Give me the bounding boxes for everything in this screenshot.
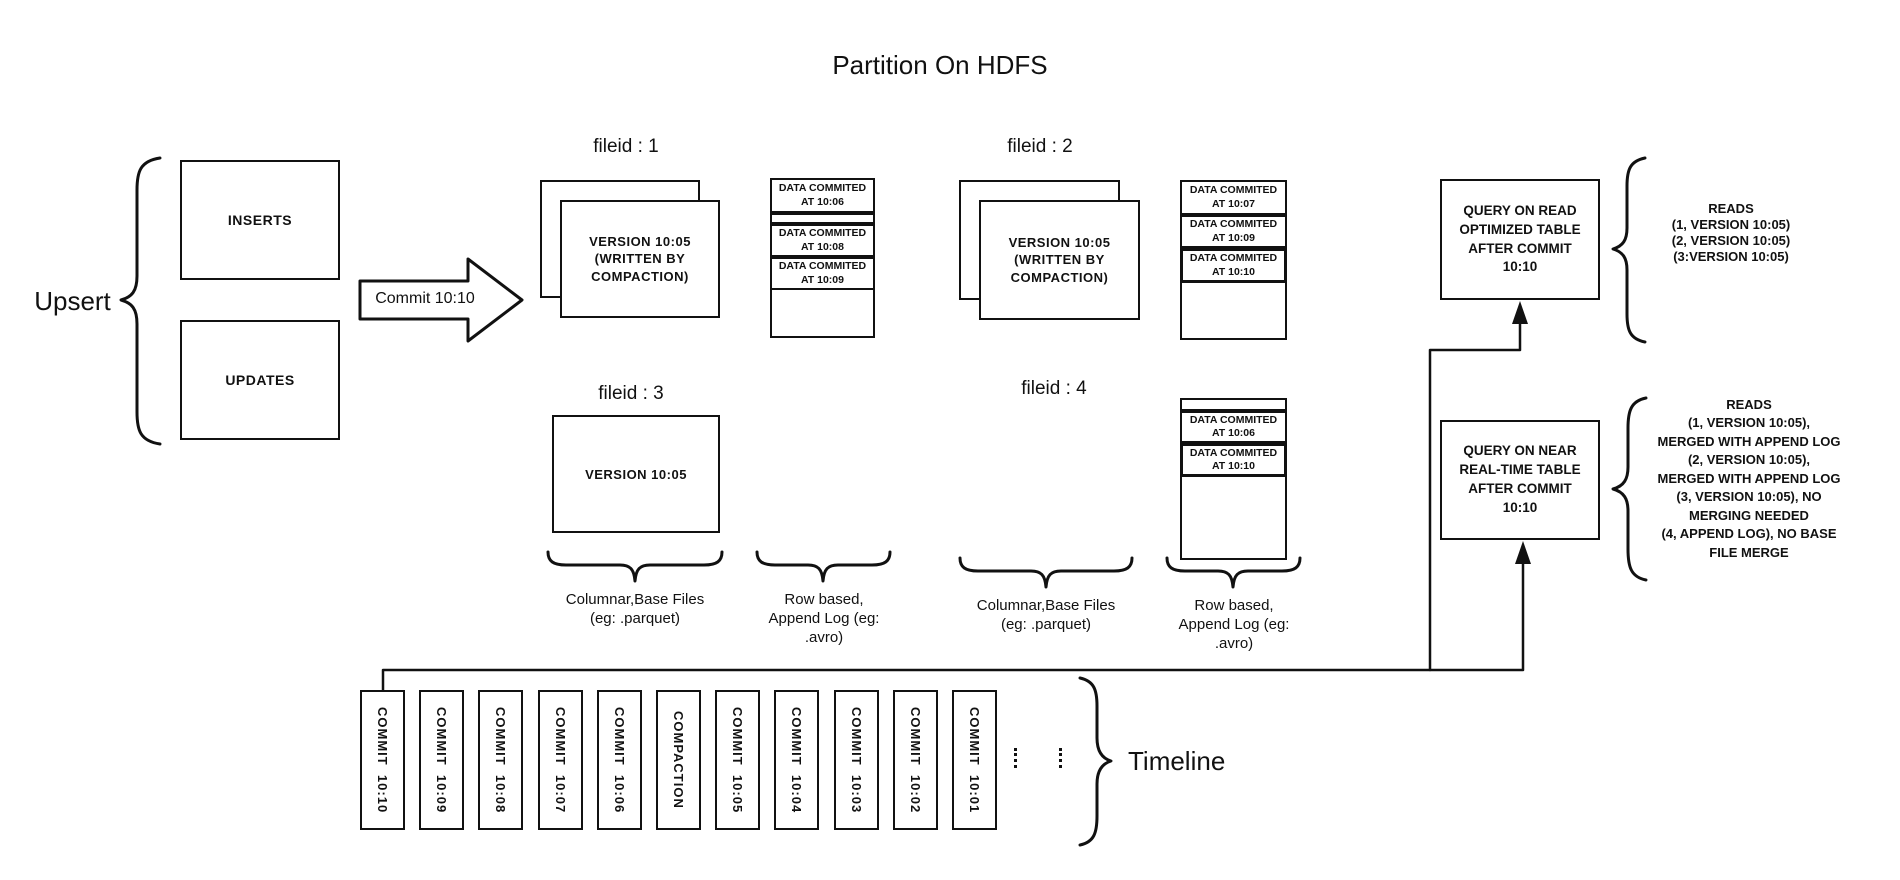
timeline-box: COMMIT 10:02 <box>893 690 938 830</box>
filegroup-1-base-text: VERSION 10:05 (WRITTEN BY COMPACTION) <box>589 233 691 284</box>
inserts-label: INSERTS <box>227 212 293 228</box>
timeline-box: COMMIT 10:10 <box>360 690 405 830</box>
log-cell-empty-strip <box>1180 398 1287 411</box>
filegroup-3-base-box: VERSION 10:05 <box>552 415 720 533</box>
timeline-item-label: COMPACTION <box>671 711 686 809</box>
log-cell-new-commit: DATA COMMITED AT 10:10 <box>1180 443 1287 477</box>
timeline-box: COMMIT 10:03 <box>834 690 879 830</box>
filegroup-2-base-front: VERSION 10:05 (WRITTEN BY COMPACTION) <box>979 200 1140 320</box>
filegroup-1-label: fileid : 1 <box>593 136 659 157</box>
filegroup-2-base-text: VERSION 10:05 (WRITTEN BY COMPACTION) <box>1008 234 1111 285</box>
reads-brace-near-realtime <box>1611 396 1648 582</box>
filegroup-4-log: DATA COMMITED AT 10:06 DATA COMMITED AT … <box>1180 398 1287 560</box>
timeline-ellipsis <box>1014 748 1017 768</box>
timeline-item-label: COMMIT 10:05 <box>730 706 745 814</box>
rowbased-right-brace <box>1165 556 1302 589</box>
arrowhead-near-realtime <box>1515 541 1531 564</box>
upsert-brace <box>119 156 162 446</box>
reads-read-optimized-text: READS (1, VERSION 10:05) (2, VERSION 10:… <box>1671 201 1791 264</box>
filegroup-3-base-text: VERSION 10:05 <box>585 466 687 482</box>
timeline-item-label: COMMIT 10:06 <box>612 706 627 814</box>
timeline-label: Timeline <box>1128 746 1226 776</box>
log-cell-new-commit: DATA COMMITED AT 10:10 <box>1180 248 1287 283</box>
caption-columnar-right: Columnar,Base Files (eg: .parquet) <box>976 597 1116 633</box>
timeline-item-label: COMMIT 10:09 <box>434 706 449 814</box>
query-near-realtime-box: QUERY ON NEAR REAL-TIME TABLE AFTER COMM… <box>1440 420 1600 540</box>
arrowhead-read-optimized <box>1512 301 1528 324</box>
timeline-to-queries-line <box>381 561 1525 692</box>
timeline-item-label: COMMIT 10:07 <box>553 706 568 814</box>
filegroup-4-label: fileid : 4 <box>1021 378 1087 399</box>
filegroup-3-label: fileid : 3 <box>598 383 664 404</box>
timeline-box: COMMIT 10:06 <box>597 690 642 830</box>
upsert-label: Upsert <box>34 286 111 316</box>
query-near-realtime-text: QUERY ON NEAR REAL-TIME TABLE AFTER COMM… <box>1459 443 1581 515</box>
timeline-to-read-optimized-line <box>1428 320 1522 672</box>
caption-rowbased-right: Row based, Append Log (eg: .avro) <box>1178 597 1290 652</box>
filegroup-1-base-front: VERSION 10:05 (WRITTEN BY COMPACTION) <box>560 200 720 318</box>
query-read-optimized-box: QUERY ON READ OPTIMIZED TABLE AFTER COMM… <box>1440 179 1600 300</box>
commit-arrow-label: Commit 10:10 <box>375 290 475 307</box>
log-cell: DATA COMMITED AT 10:09 <box>770 257 875 290</box>
log-cell: DATA COMMITED AT 10:09 <box>1180 215 1287 248</box>
timeline-box: COMMIT 10:01 <box>952 690 997 830</box>
filegroup-1-log: DATA COMMITED AT 10:06 DATA COMMITED AT … <box>770 178 875 338</box>
timeline-box: COMMIT 10:08 <box>478 690 523 830</box>
timeline-brace <box>1078 676 1113 847</box>
updates-label: UPDATES <box>225 372 295 388</box>
log-cell: DATA COMMITED AT 10:07 <box>1180 180 1287 215</box>
rowbased-left-brace <box>755 550 892 583</box>
timeline-item-label: COMMIT 10:10 <box>375 706 390 814</box>
caption-rowbased-left: Row based, Append Log (eg: .avro) <box>768 591 880 646</box>
timeline-box: COMMIT 10:04 <box>774 690 819 830</box>
timeline-box: COMMIT 10:07 <box>538 690 583 830</box>
log-cell-empty-strip <box>770 213 875 224</box>
timeline-item-label: COMMIT 10:08 <box>493 706 508 814</box>
page-title: Partition On HDFS <box>832 50 1048 80</box>
timeline-box: COMMIT 10:09 <box>419 690 464 830</box>
timeline-item-label: COMMIT 10:01 <box>967 706 982 814</box>
timeline-item-label: COMMIT 10:03 <box>849 706 864 814</box>
timeline-item-label: COMMIT 10:02 <box>908 706 923 814</box>
caption-columnar-left: Columnar,Base Files (eg: .parquet) <box>565 591 705 627</box>
timeline-box: COMPACTION <box>656 690 701 830</box>
commit-arrow <box>358 257 524 343</box>
filegroup-2-log: DATA COMMITED AT 10:07 DATA COMMITED AT … <box>1180 180 1287 340</box>
columnar-right-brace <box>958 556 1134 589</box>
updates-box: UPDATES <box>180 320 340 440</box>
query-read-optimized-text: QUERY ON READ OPTIMIZED TABLE AFTER COMM… <box>1459 202 1581 275</box>
log-cell: DATA COMMITED AT 10:06 <box>1180 411 1287 443</box>
columnar-left-brace <box>546 550 724 583</box>
timeline-box: COMMIT 10:05 <box>715 690 760 830</box>
log-cell: DATA COMMITED AT 10:06 <box>770 178 875 213</box>
inserts-box: INSERTS <box>180 160 340 280</box>
reads-brace-read-optimized <box>1611 156 1647 344</box>
timeline-ellipsis <box>1059 748 1062 768</box>
timeline-item-label: COMMIT 10:04 <box>789 706 804 814</box>
log-cell: DATA COMMITED AT 10:08 <box>770 224 875 257</box>
reads-near-realtime-text: READS (1, VERSION 10:05), MERGED WITH AP… <box>1657 397 1841 560</box>
filegroup-2-label: fileid : 2 <box>1007 136 1073 157</box>
